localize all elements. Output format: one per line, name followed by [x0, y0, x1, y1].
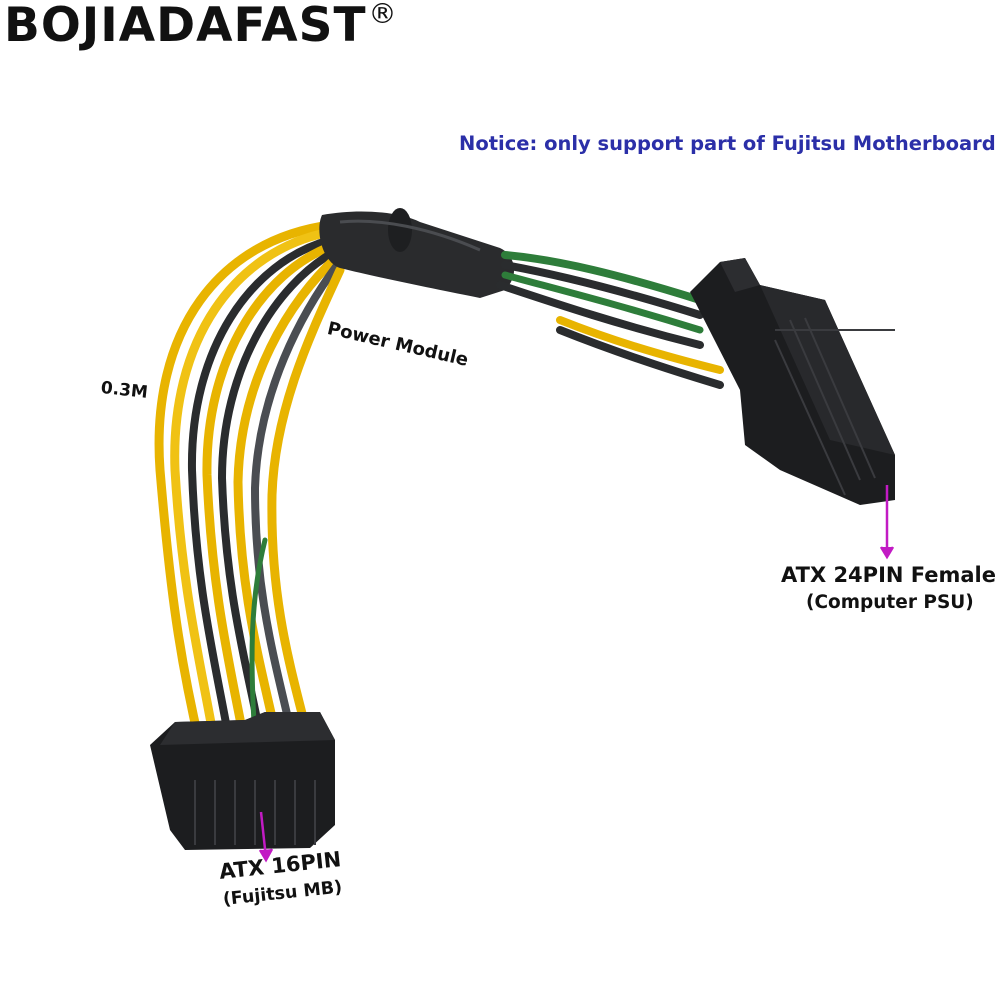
wire-bundle-24pin [496, 251, 724, 389]
brand-name: BOJIADAFAST [4, 0, 367, 53]
power-module [319, 208, 515, 298]
brand-logo: BOJIADAFAST® [4, 0, 397, 49]
connector-24pin-sublabel: (Computer PSU) [806, 592, 974, 613]
atx-24pin-connector [690, 258, 895, 505]
atx-16pin-connector [150, 712, 335, 850]
down-arrow-icon [879, 485, 895, 560]
down-arrow-icon [258, 811, 274, 863]
wire-bundle-16pin [154, 220, 345, 750]
connector-24pin-label: ATX 24PIN Female [781, 563, 996, 587]
notice-text: Notice: only support part of Fujitsu Mot… [459, 132, 996, 155]
registered-mark: ® [368, 0, 398, 30]
